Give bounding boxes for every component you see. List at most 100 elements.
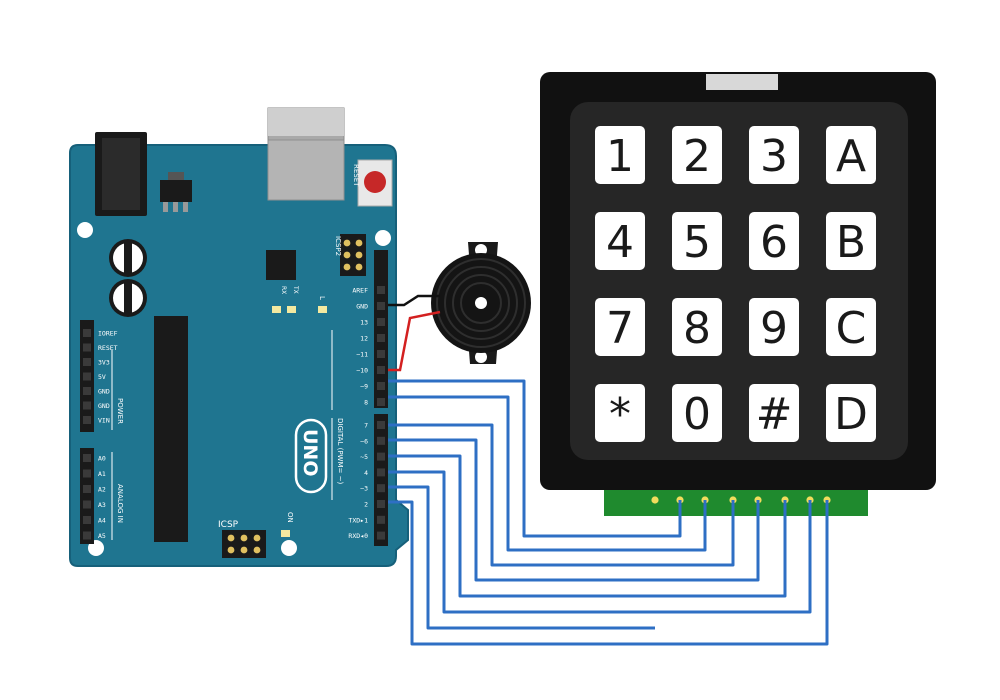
keypad-key[interactable]: 6 [749,212,799,270]
wire [388,500,829,646]
key-face [672,212,722,270]
keypad-key[interactable]: 9 [749,298,799,356]
key-label: 5 [683,217,711,268]
header-pin [377,382,385,390]
keypad-key[interactable]: 7 [595,298,645,356]
key-label: 9 [760,303,788,354]
keypad-key[interactable]: 8 [672,298,722,356]
header-pin [83,343,91,352]
key-label: # [756,389,793,440]
tx-label: TX [292,285,299,294]
buzzer-hole [475,297,487,309]
key-face [595,126,645,184]
header-pin [83,531,91,540]
keypad-key[interactable]: 1 [595,126,645,184]
header-pin [377,286,385,294]
keypad-key[interactable]: D [826,384,876,442]
pin-label: GND [356,303,368,311]
wire [388,423,735,567]
key-face [749,298,799,356]
keypad-key[interactable]: 3 [749,126,799,184]
key-face [826,126,876,184]
pin-label: 4 [364,469,368,477]
key-face [672,298,722,356]
header-pin [83,469,91,478]
key-label: B [836,217,866,268]
key-face [672,126,722,184]
keypad-key[interactable]: 0 [672,384,722,442]
key-label: 4 [606,217,634,268]
header-pin [377,452,385,461]
key-face [826,384,876,442]
pin-label: AREF [352,287,368,295]
pin-label: A4 [98,517,106,525]
header-pin [83,387,91,395]
icsp2-header [340,234,366,276]
analog-label: ANALOG IN [116,484,124,523]
key-face [595,212,645,270]
keypad-face [570,102,908,460]
keypad-key[interactable]: 5 [672,212,722,270]
header-pin [377,334,385,342]
pin-label: 7 [364,422,368,430]
keypad-key[interactable]: * [595,384,645,442]
key-face [749,126,799,184]
keypad-key[interactable]: A [826,126,876,184]
header-pin [377,302,385,310]
pin-label: GND [98,402,110,410]
pin-label: ~5 [360,453,368,461]
key-label: 3 [760,131,788,182]
header-pin [377,484,385,493]
header-pin [83,329,91,337]
pin-label: RXD◂0 [348,532,368,540]
icsp-label: ICSP [218,520,239,530]
pin-label: A5 [98,532,106,540]
pin-label: 3V3 [98,359,110,367]
key-face [595,384,645,442]
header-pin [83,500,91,509]
led-tx [272,306,281,313]
pin-label: TXD▸1 [348,516,368,524]
keypad-wires [388,379,829,646]
header-pin [377,500,385,508]
capacitor [109,239,147,277]
l-label: L [318,296,326,300]
connector-pin [651,496,659,504]
keypad-key[interactable]: C [826,298,876,356]
key-label: 8 [683,303,711,354]
power-label: POWER [116,398,124,424]
reset-label: RESET [352,164,360,187]
key-label: A [836,131,866,182]
key-label: 2 [683,131,711,182]
key-label: C [836,303,867,354]
microcontroller-chip [154,316,188,542]
icsp-header [222,530,266,558]
header-pin [377,350,385,358]
pin-label: 13 [360,319,368,327]
header-pin [377,398,385,406]
key-label: 1 [606,131,634,182]
pin-label: ~11 [356,351,368,359]
header-pin [377,436,385,445]
header-pin [377,421,385,429]
header-pin [377,318,385,326]
wire [388,395,707,552]
key-face [595,298,645,356]
keypad-key[interactable]: # [749,384,799,442]
icsp2-label: ICSP2 [334,236,342,256]
pin-label: 12 [360,335,368,343]
wire [388,454,787,598]
header-pin [83,516,91,524]
pin-label: ~3 [360,485,368,493]
keypad-key[interactable]: 4 [595,212,645,270]
keypad-key[interactable]: B [826,212,876,270]
keypad-key[interactable]: 2 [672,126,722,184]
pin-label: A3 [98,501,106,509]
pin-label: A1 [98,470,106,478]
key-label: 0 [683,389,711,440]
pin-label: IOREF [98,330,118,338]
